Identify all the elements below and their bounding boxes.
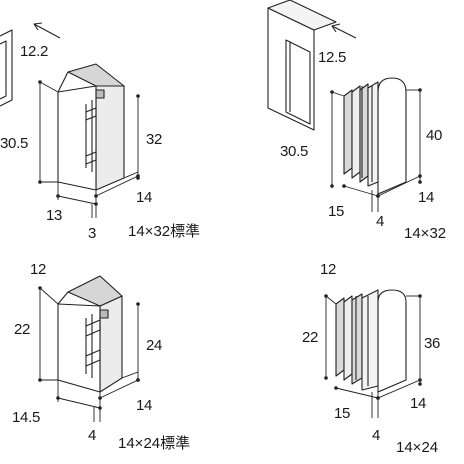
- dim-label-flange-thickness: 4: [372, 427, 381, 444]
- dim-label-inner-height: 30.5: [0, 135, 28, 152]
- dim-label-inner-height: 22: [14, 321, 31, 338]
- dim-lines-bottom-right: [324, 294, 422, 418]
- dim-label-plug-length: 15: [328, 203, 345, 220]
- dim-label-width: 14: [136, 397, 153, 414]
- dim-label-height: 40: [426, 127, 443, 144]
- insertion-arrow-icon: [331, 23, 357, 39]
- finned-cap-14x24: [335, 289, 407, 393]
- dim-label-depth: 12: [320, 261, 337, 278]
- dim-label-height: 36: [424, 335, 441, 352]
- dim-label-flange-thickness: 3: [88, 225, 97, 242]
- dim-label-inner-height: 22: [302, 329, 319, 346]
- dim-lines-bottom-left: [38, 286, 140, 422]
- dim-label-depth: 12: [30, 261, 47, 278]
- dim-label-height: 32: [146, 131, 163, 148]
- insertion-arrow-icon: [33, 22, 61, 39]
- dim-label-width: 14: [136, 189, 153, 206]
- caption-top-right: 14×32: [404, 225, 447, 242]
- caption-bottom-left: 14×24標準: [118, 435, 191, 452]
- caption-top-left: 14×32標準: [128, 223, 201, 240]
- standard-cap-14x24: [57, 275, 123, 393]
- dim-label-height: 24: [146, 337, 163, 354]
- dim-label-plug-length: 15: [334, 405, 351, 422]
- dim-label-depth: 12.5: [318, 49, 346, 66]
- dim-label-inner-height: 30.5: [280, 143, 308, 160]
- standard-cap-14x32: [57, 63, 125, 191]
- dim-label-plug-length: 13: [46, 207, 63, 224]
- dim-lines-top-right: [330, 88, 422, 212]
- finned-cap-14x32: [343, 77, 407, 195]
- tube-left-partial: [0, 29, 13, 107]
- dim-lines-top-left: [38, 80, 140, 218]
- dim-label-flange-thickness: 4: [88, 427, 97, 444]
- caption-bottom-right: 14×24: [396, 439, 439, 456]
- rectangular-tube: [267, 0, 337, 131]
- dim-label-depth: 12.2: [20, 43, 48, 60]
- dim-label-flange-thickness: 4: [376, 213, 385, 230]
- dim-label-plug-length: 14.5: [12, 409, 40, 426]
- dim-label-width: 14: [410, 395, 427, 412]
- dim-label-width: 14: [418, 189, 435, 206]
